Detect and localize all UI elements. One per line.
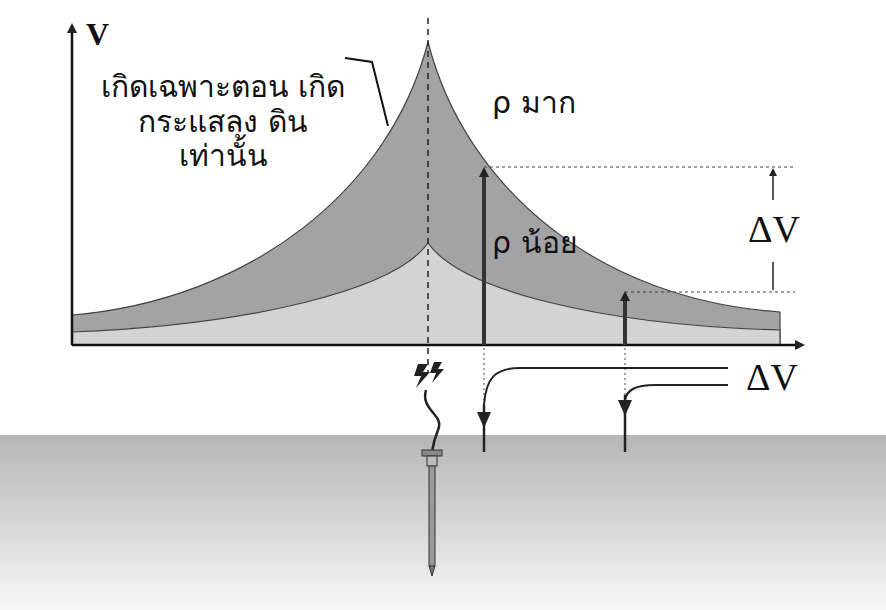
resistivity-label: ρ มาก <box>492 86 576 121</box>
voltage-arrow <box>623 296 627 345</box>
resistivity-label: ρ น้อย <box>492 226 578 261</box>
leader-line <box>345 58 388 126</box>
probe-wire <box>484 368 728 405</box>
probe-wire <box>625 385 728 400</box>
rod-tip <box>429 566 435 576</box>
probe-head <box>618 400 632 416</box>
lightning-bolt <box>414 364 430 388</box>
x-axis <box>72 344 800 347</box>
axis-label: V <box>86 16 109 53</box>
drop-line <box>625 348 626 395</box>
high-resistivity-curve <box>72 42 780 345</box>
ground <box>0 435 886 610</box>
lead-wire <box>425 390 439 452</box>
low-resistivity-curve <box>72 243 780 345</box>
delta-bracket <box>772 172 774 200</box>
center-line <box>427 18 429 372</box>
delta-v-label: ΔV <box>746 356 798 400</box>
delta-bracket <box>772 262 774 290</box>
level-line <box>625 292 795 293</box>
ground-rod <box>429 466 435 566</box>
level-line <box>484 167 795 168</box>
delta-v-label: ΔV <box>748 208 800 252</box>
rod-clamp <box>427 456 437 466</box>
v-axis <box>71 28 74 345</box>
rod-clamp <box>422 450 442 456</box>
lightning-bolt <box>430 362 444 383</box>
callout-note: เกิดเฉพาะตอน เกิดกระแสลง ดินเท่านั้น <box>98 70 348 174</box>
probe-head <box>477 412 491 428</box>
voltage-arrow <box>482 172 486 345</box>
